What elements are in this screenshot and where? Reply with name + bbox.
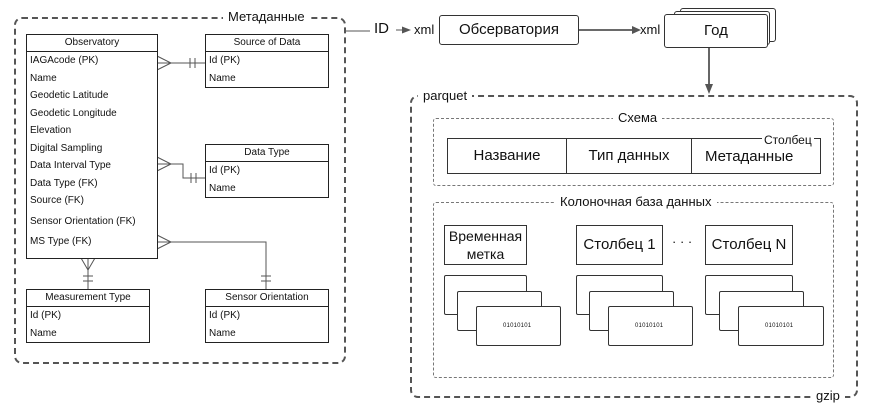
parquet-label: parquet — [418, 88, 473, 103]
binary-data-text: 01010101 — [635, 323, 664, 329]
column-tag: Столбец — [762, 133, 814, 147]
column-n: Столбец N — [705, 225, 793, 265]
binary-data-text: 01010101 — [765, 323, 794, 329]
parquet-container — [410, 95, 858, 398]
field-id-pk: Id (PK) — [209, 165, 241, 176]
measurement-type-table-title: Measurement Type — [27, 290, 149, 307]
field-iagacode: IAGAcode (PK) — [30, 55, 99, 66]
column-1: Столбец 1 — [576, 225, 663, 265]
metadata-cell-label: Метаданные — [705, 148, 794, 165]
field-id-pk: Id (PK) — [30, 310, 62, 321]
schema-label: Схема — [613, 110, 663, 125]
field-geodetic-longitude: Geodetic Longitude — [30, 107, 117, 119]
data-type-table: Data Type Id (PK) Name — [205, 144, 329, 198]
schema-cell-name: Название — [447, 138, 567, 174]
column-timestamp: Временная метка — [444, 225, 527, 265]
schema-cell-datatype: Тип данных — [566, 138, 692, 174]
binary-data-text: 01010101 — [503, 323, 532, 329]
field-elevation: Elevation — [30, 125, 72, 136]
field-name: Name — [30, 327, 57, 339]
source-of-data-table: Source of Data Id (PK) Name — [205, 34, 329, 88]
data-page — [608, 306, 693, 346]
field-data-type-fk: Data Type (FK) — [30, 177, 98, 189]
columnar-db-label: Колоночная база данных — [555, 194, 717, 209]
columns-ellipsis: · · · — [672, 234, 693, 249]
observatory-xml-box: Обсерватория — [439, 15, 579, 45]
field-geodetic-latitude: Geodetic Latitude — [30, 90, 109, 101]
year-box: Год — [664, 14, 768, 48]
gzip-label: gzip — [811, 388, 845, 403]
field-data-interval-type: Data Interval Type — [30, 160, 111, 171]
metadata-group — [14, 17, 346, 364]
sensor-orientation-table-title: Sensor Orientation — [206, 290, 328, 307]
xml-label-year: xml — [640, 22, 661, 37]
observatory-table: Observatory IAGAcode (PK) Name Geodetic … — [26, 34, 158, 259]
id-label: ID — [374, 20, 389, 37]
field-name: Name — [30, 72, 57, 84]
field-name: Name — [209, 72, 236, 84]
field-name: Name — [209, 182, 236, 194]
sensor-orientation-table: Sensor Orientation Id (PK) Name — [205, 289, 329, 343]
measurement-type-table: Measurement Type Id (PK) Name — [26, 289, 150, 343]
field-id-pk: Id (PK) — [209, 310, 241, 321]
field-ms-type-fk: MS Type (FK) — [30, 236, 92, 247]
xml-label-observatory: xml — [414, 22, 435, 37]
field-name: Name — [209, 327, 236, 339]
data-type-table-title: Data Type — [206, 145, 328, 162]
source-of-data-table-title: Source of Data — [206, 35, 328, 52]
metadata-group-label: Метаданные — [223, 9, 310, 24]
observatory-table-title: Observatory — [27, 35, 157, 52]
field-digital-sampling: Digital Sampling — [30, 142, 103, 154]
field-source-fk: Source (FK) — [30, 195, 84, 206]
field-id-pk: Id (PK) — [209, 55, 241, 66]
data-page — [476, 306, 561, 346]
data-page — [738, 306, 824, 346]
field-sensor-orientation-fk: Sensor Orientation (FK) — [30, 215, 136, 227]
